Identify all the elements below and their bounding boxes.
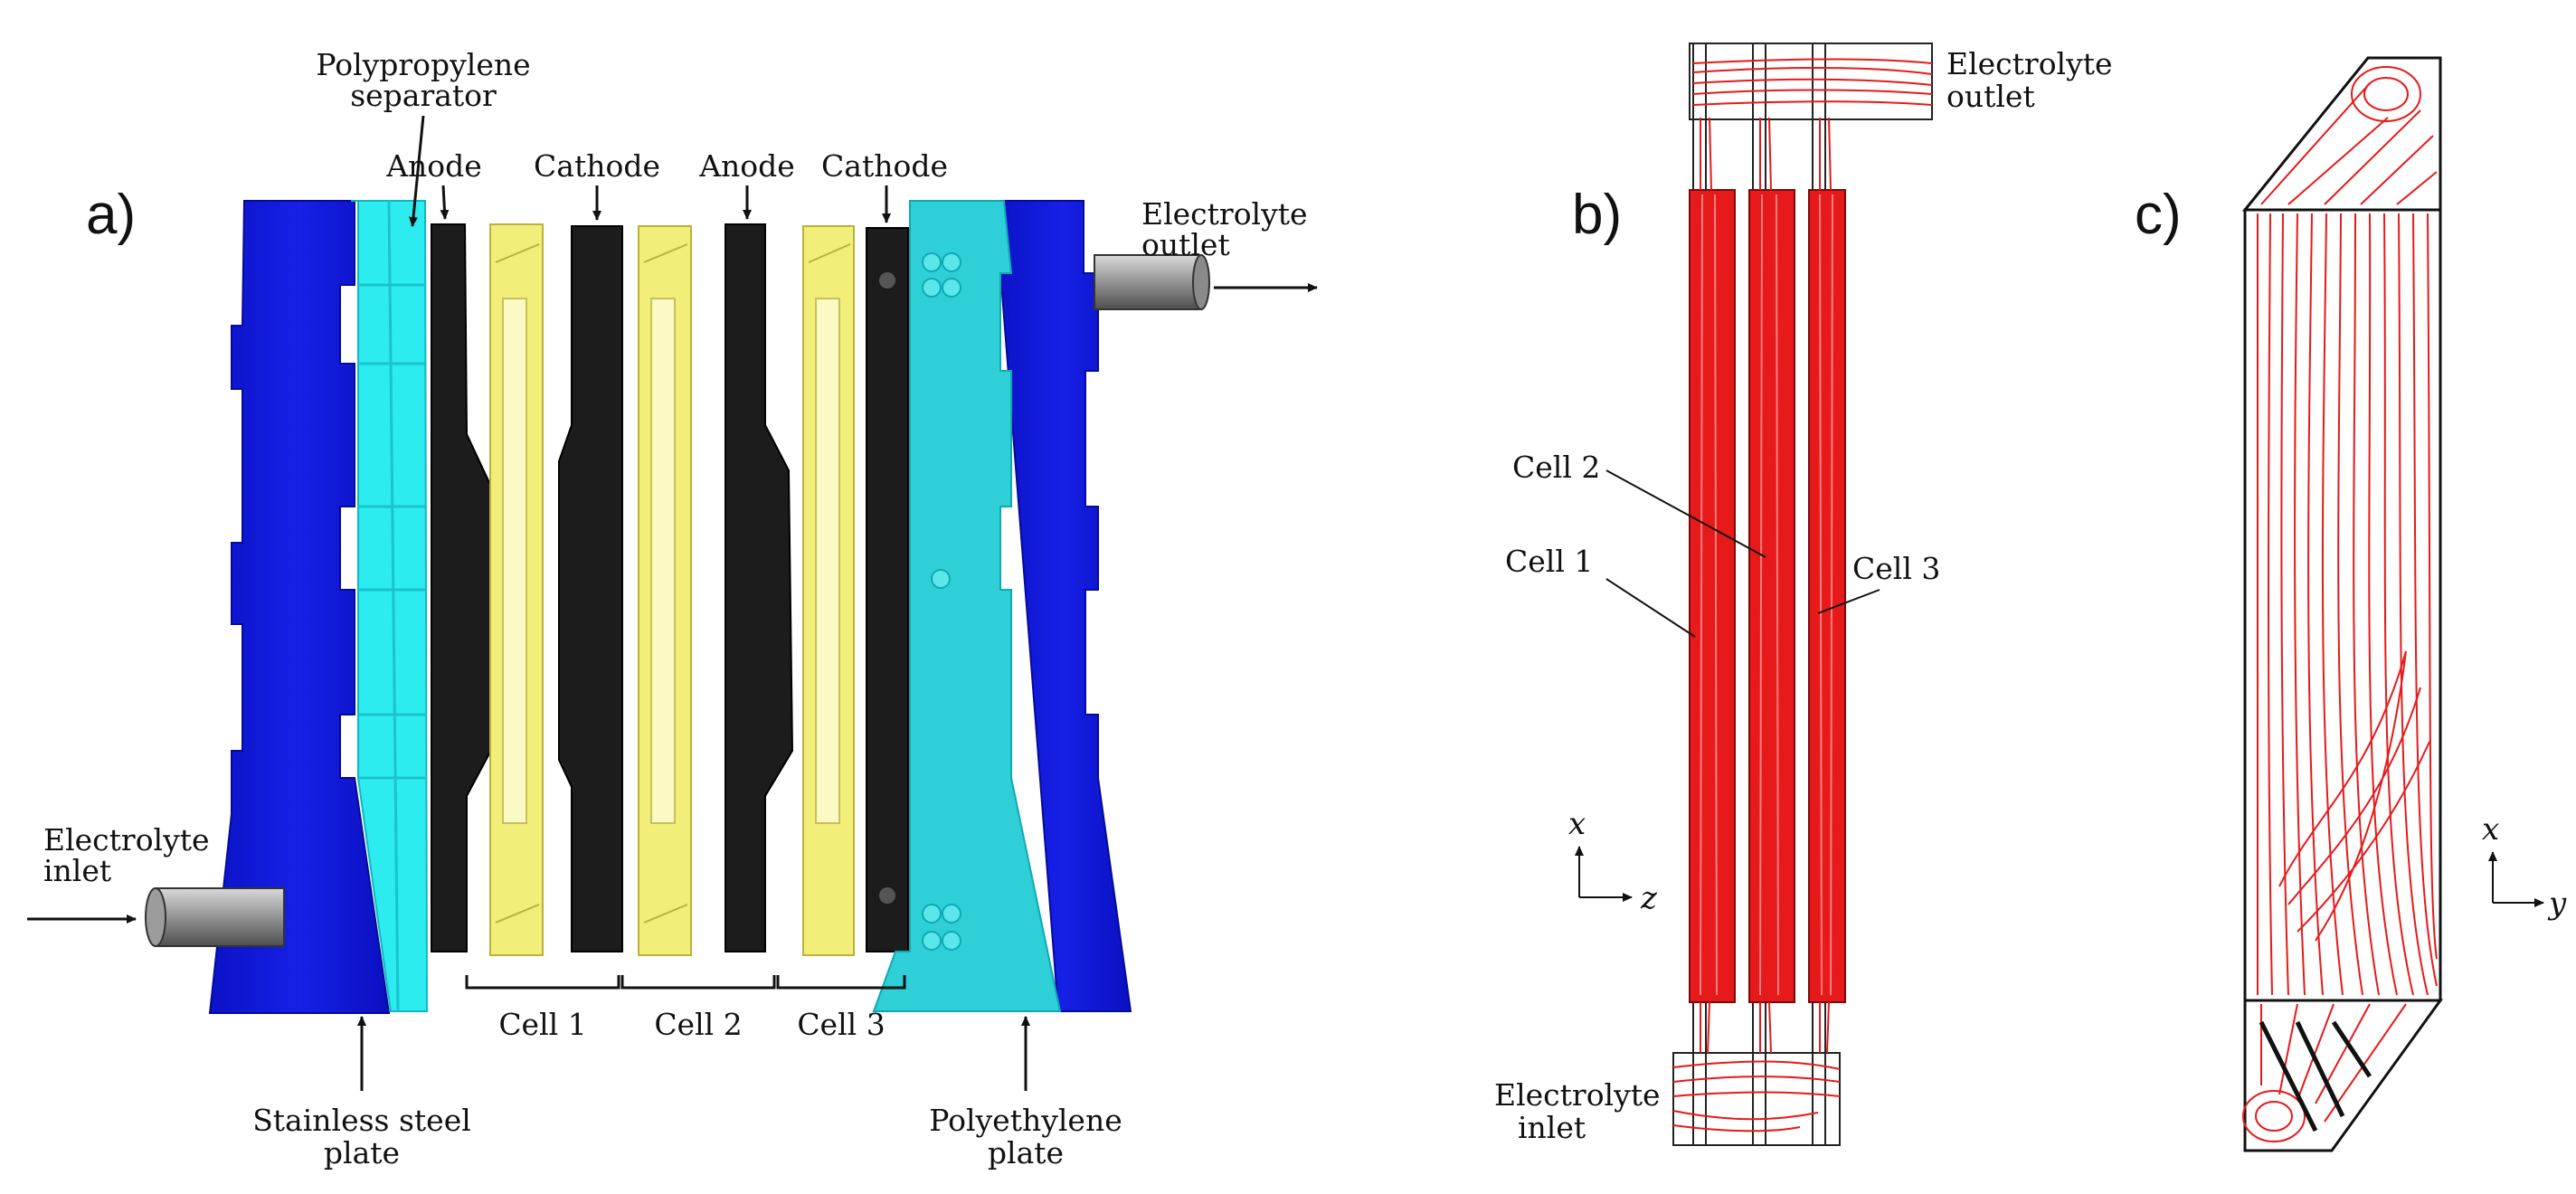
panel-c: c) <box>2135 56 2567 1152</box>
c-bottom-manifold <box>2243 999 2443 1152</box>
separator-label-line1: Polypropylene <box>316 47 530 82</box>
left-polyethylene-plate <box>208 200 391 1014</box>
c-streamlines <box>2257 213 2438 996</box>
cathode-2-label: Cathode <box>821 148 948 184</box>
separator-label-line2: separator <box>350 78 497 113</box>
c-axis-triad <box>2488 851 2544 907</box>
outlet-pipe <box>1094 254 1210 310</box>
c-axis-y-label: y <box>2547 886 2567 922</box>
separator-arrow <box>409 115 425 227</box>
b-cell-1-leader <box>1605 578 1696 638</box>
inlet-pipe <box>145 887 285 947</box>
cell-streamlines-b <box>1672 58 1933 1132</box>
panel-b-label: b) <box>1572 184 1622 246</box>
anode-1-label: Anode <box>385 148 482 184</box>
right-stainless-steel-plate <box>872 200 1062 1012</box>
panel-c-label: c) <box>2135 184 2182 246</box>
cathode-1-plate <box>558 225 623 952</box>
cathode-1-label: Cathode <box>534 148 660 184</box>
inlet-label-line2: inlet <box>43 853 111 888</box>
b-inlet-label-line2: inlet <box>1518 1110 1586 1145</box>
panel-b: b) <box>1494 43 2113 1146</box>
b-cell-3-label: Cell 3 <box>1852 551 1940 586</box>
pe-label-line2: plate <box>988 1135 1064 1170</box>
b-inlet-label-line1: Electrolyte <box>1494 1077 1661 1113</box>
cell-brackets <box>465 975 906 990</box>
b-cell-1-label: Cell 1 <box>1505 544 1593 579</box>
pe-label-line1: Polyethylene <box>929 1103 1122 1138</box>
right-polyethylene-plate <box>993 200 1132 1012</box>
cathode-2-plate <box>866 227 909 952</box>
anode-1-plate <box>431 223 497 952</box>
anode-2-label: Anode <box>698 148 795 184</box>
b-axis-triad <box>1575 846 1633 902</box>
cell-3-label: Cell 3 <box>797 1007 885 1042</box>
b-cell-3-leader <box>1817 589 1880 614</box>
cell-1-label: Cell 1 <box>498 1007 586 1042</box>
right-steel-holes <box>922 252 961 951</box>
anode-2-plate <box>724 223 794 952</box>
steel-label-line2: plate <box>324 1135 400 1170</box>
c-axis-x-label: x <box>2482 811 2499 848</box>
left-steel-ribs <box>358 200 425 1012</box>
b-cell-2-leader <box>1605 469 1766 558</box>
steel-label-line1: Stainless steel <box>252 1103 471 1138</box>
inlet-label-line1: Electrolyte <box>43 822 210 858</box>
b-axis-x-label: x <box>1568 806 1586 842</box>
c-cell-body <box>2243 208 2442 1002</box>
cell-2-label: Cell 2 <box>654 1007 742 1042</box>
anode-1-arrow <box>440 185 450 220</box>
b-axis-z-label: z <box>1640 880 1658 916</box>
left-stainless-steel-plate <box>351 200 429 1012</box>
outlet-label-line1: Electrolyte <box>1141 196 1308 232</box>
panel-a-label: a) <box>86 184 136 246</box>
outlet-label-line2: outlet <box>1141 227 1230 262</box>
panel-a: a) <box>27 47 1318 1170</box>
b-outlet-label-line1: Electrolyte <box>1946 46 2113 81</box>
b-cell-2-label: Cell 2 <box>1512 450 1600 485</box>
b-outlet-label-line2: outlet <box>1946 79 2035 114</box>
